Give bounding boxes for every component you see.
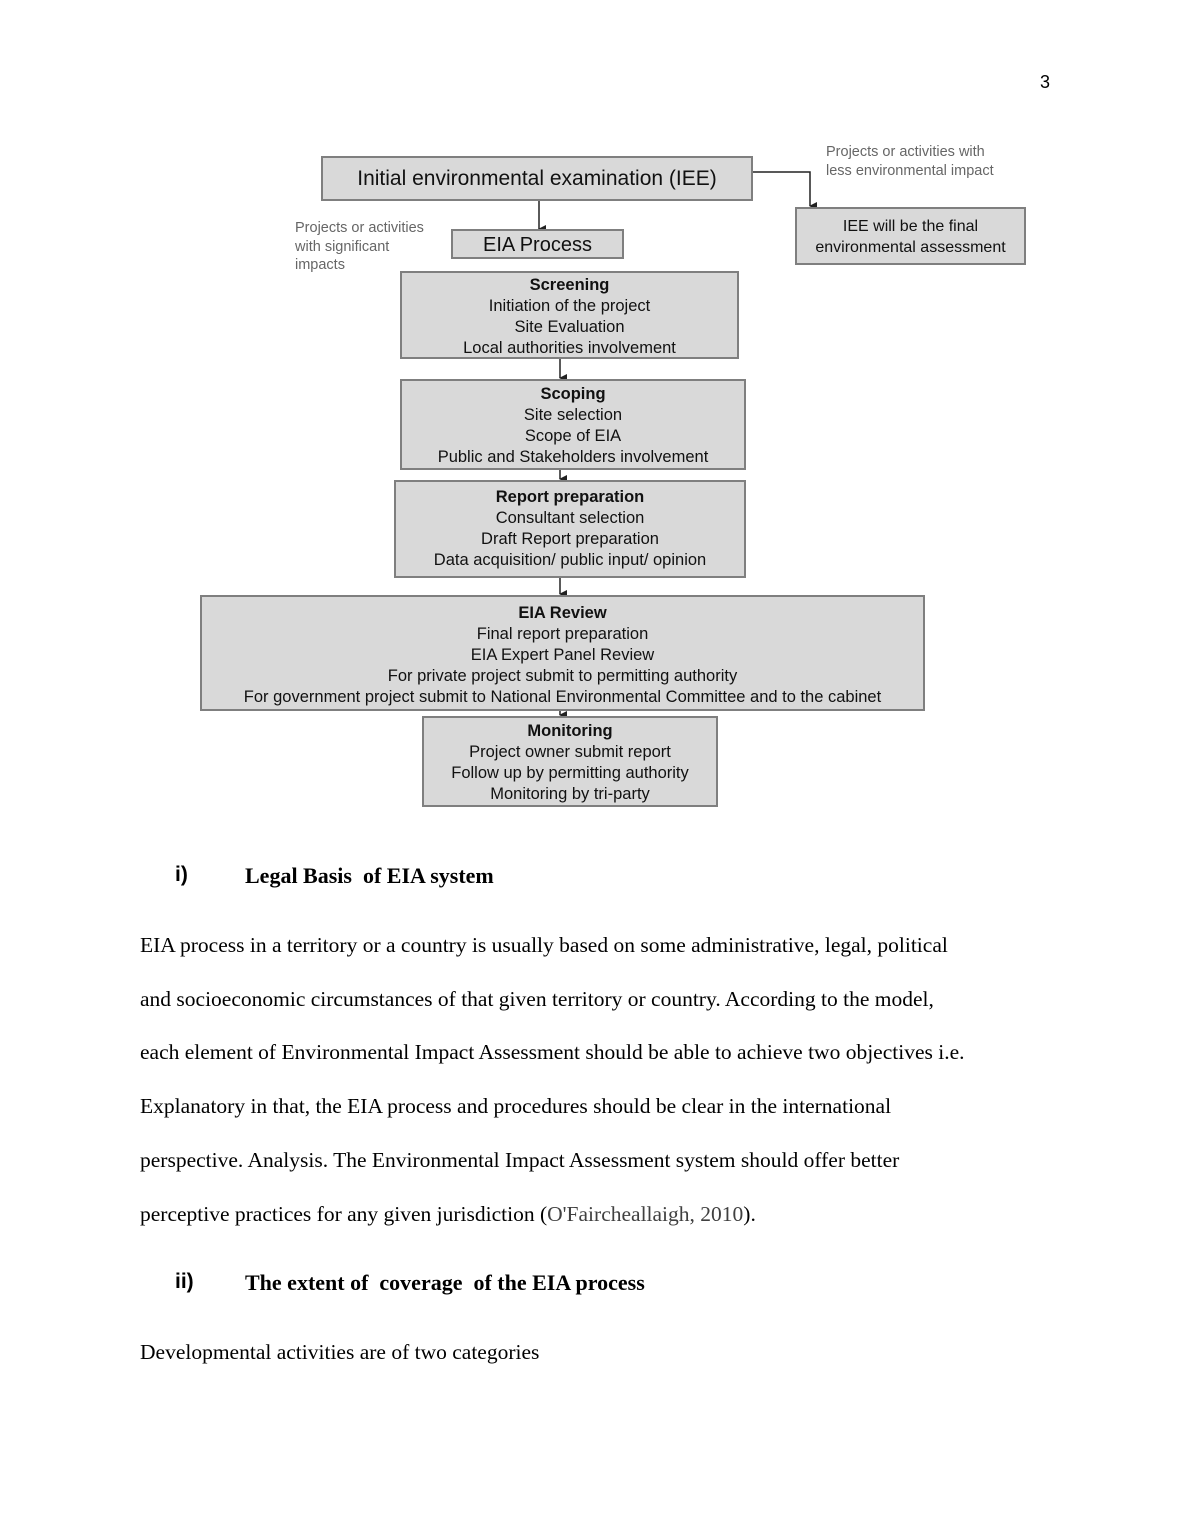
section-2-paragraph: Developmental activities are of two cate… <box>140 1340 540 1364</box>
less-impact-note: Projects or activities with less environ… <box>826 144 994 179</box>
page-number: 3 <box>1039 72 1050 92</box>
eia-process-box: EIA Process <box>451 229 624 259</box>
section-1-paragraph: EIA process in a territory or a country … <box>140 919 1060 1241</box>
section-2-number: ii) <box>175 1270 194 1293</box>
eia-flowchart: Initial environmental examination (IEE) … <box>200 144 1026 807</box>
arrow-iee-to-final <box>753 171 817 210</box>
monitoring-box: Monitoring Project owner submit report F… <box>422 716 718 807</box>
significant-impacts-note: Projects or activities with significant … <box>295 220 424 273</box>
iee-final-box: IEE will be the final environmental asse… <box>795 207 1026 265</box>
scoping-box: Scoping Site selection Scope of EIA Publ… <box>400 379 746 470</box>
section-1-number: i) <box>175 863 188 886</box>
section-1-title: Legal Basis of EIA system <box>245 863 494 888</box>
iee-box: Initial environmental examination (IEE) <box>321 156 753 201</box>
paragraph-last-line: perceptive practices for any given juris… <box>140 1201 756 1226</box>
section-2-title: The extent of coverage of the EIA proces… <box>245 1270 645 1295</box>
report-preparation-box: Report preparation Consultant selection … <box>394 480 746 578</box>
screening-box: Screening Initiation of the project Site… <box>400 271 739 359</box>
citation-link[interactable]: O'Faircheallaigh, 2010 <box>547 1201 744 1226</box>
eia-review-box: EIA Review Final report preparation EIA … <box>200 595 925 711</box>
